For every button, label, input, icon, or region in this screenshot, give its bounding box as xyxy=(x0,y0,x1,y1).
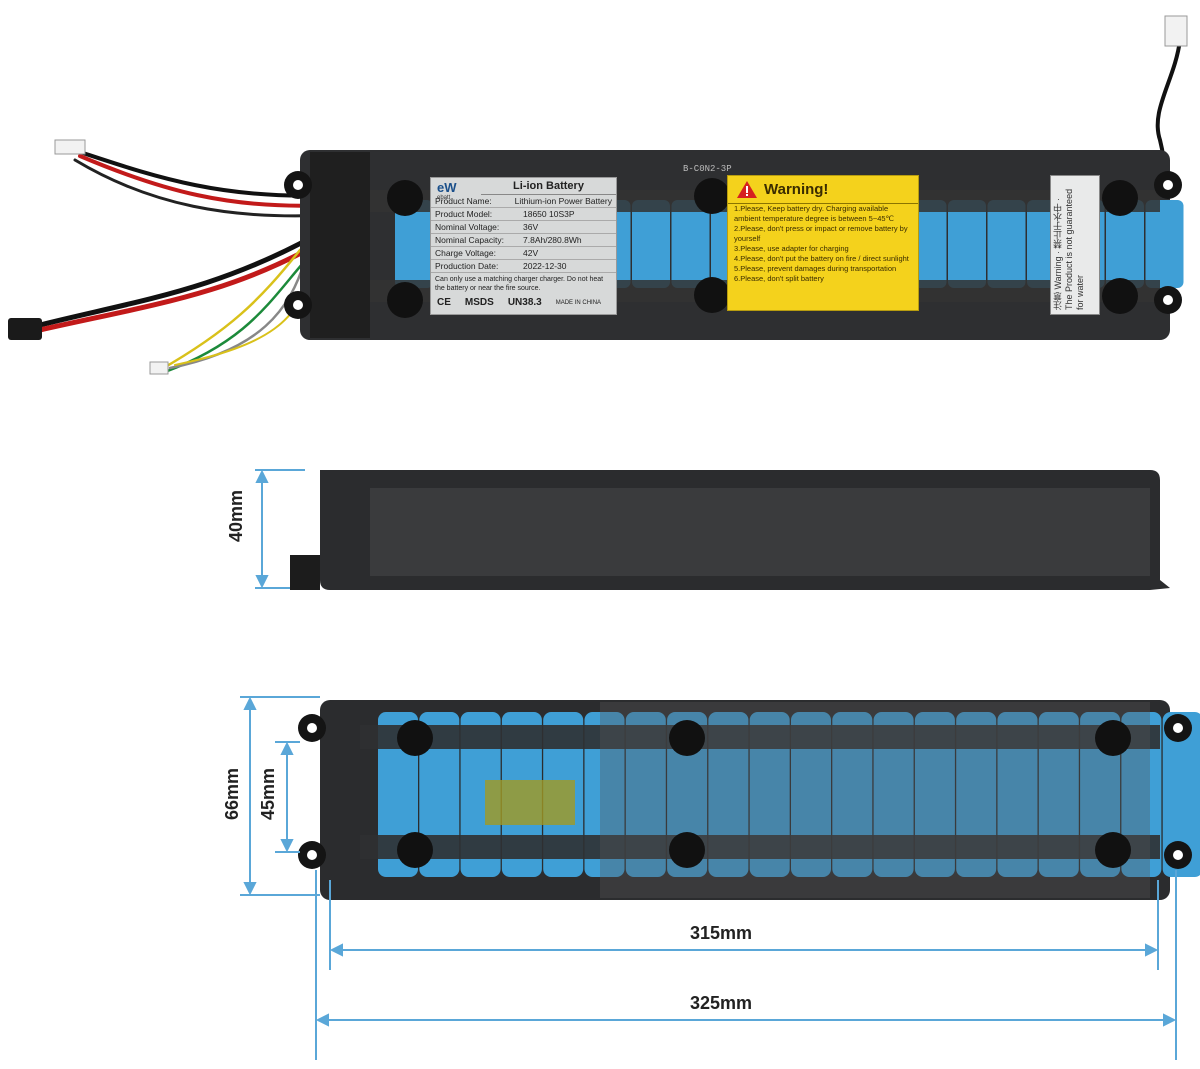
label-spec-row: Product Model: 18650 10S3P xyxy=(431,208,616,221)
dim-40mm-lines xyxy=(255,469,305,589)
mounting-ears-bottom xyxy=(298,714,1192,869)
battery-cell xyxy=(1145,200,1184,288)
warning-item: 4.Please, don't put the battery on fire … xyxy=(734,254,909,263)
warning-item: 5.Please, prevent damages during transpo… xyxy=(734,264,897,273)
dim-lines-bottom xyxy=(240,696,1177,1060)
dim-label-315mm: 315mm xyxy=(690,923,753,943)
label-footnote: Can only use a matching charger charger.… xyxy=(435,276,604,292)
ce-mark: CE xyxy=(437,297,451,308)
side-warning-label: 注意 Warning · 禁止于水中 · The Product is not … xyxy=(1050,175,1100,315)
battery-pack-side-drawing xyxy=(255,469,1170,590)
battery-cell xyxy=(632,200,670,288)
label-spec-key: Nominal Voltage: xyxy=(435,222,500,232)
label-spec-key: Nominal Capacity: xyxy=(435,235,504,245)
dim-label-325mm: 325mm xyxy=(690,993,753,1013)
battery-cell xyxy=(948,200,986,288)
warning-items: 1.Please, Keep battery dry. Charging ava… xyxy=(728,204,918,284)
battery-cell xyxy=(671,200,710,288)
label-spec-value: 42V xyxy=(523,248,539,258)
warning-item: 2.Please, don't press or impact or remov… xyxy=(734,224,908,243)
connector-white-left xyxy=(54,139,86,155)
label-spec-key: Product Name: xyxy=(435,196,492,206)
warning-item: 6.Please, don't split battery xyxy=(734,274,824,283)
label-spec-row: Nominal Voltage: 36V xyxy=(431,221,616,234)
un-mark: UN38.3 xyxy=(507,297,542,308)
bottom-tape-bottom xyxy=(360,835,1160,859)
msds-mark: MSDS xyxy=(464,297,494,308)
battery-cell xyxy=(1162,712,1200,877)
label-spec-row: Production Date: 2022-12-30 xyxy=(431,260,616,273)
dim-label-66mm: 66mm xyxy=(222,768,242,821)
pcb-board xyxy=(310,152,370,338)
label-spec-value: Lithium-ion Power Battery xyxy=(514,196,612,206)
battery-cell xyxy=(395,200,433,288)
side-tape-panel xyxy=(370,488,1150,576)
connector-small-white xyxy=(149,361,169,375)
warning-header: Warning! xyxy=(728,176,918,204)
label-spec-key: Production Date: xyxy=(435,261,499,271)
label-spec-value: 7.8Ah/280.8Wh xyxy=(523,235,582,245)
label-title: Li-ion Battery xyxy=(481,178,616,195)
bottom-tape-top xyxy=(360,725,1160,749)
warning-title: Warning! xyxy=(764,181,829,198)
connector-white-right xyxy=(1164,15,1188,47)
battery-cell xyxy=(1106,200,1144,288)
label-spec-row: Charge Voltage: 42V xyxy=(431,247,616,260)
label-spec-row: Product Name: Lithium-ion Power Battery xyxy=(431,195,616,208)
label-spec-value: 18650 10S3P xyxy=(523,209,575,219)
xt-connector xyxy=(8,318,42,340)
made-in-text: MADE IN CHINA xyxy=(555,299,602,306)
warning-triangle-icon xyxy=(737,181,757,198)
warning-item: 1.Please, Keep battery dry. Charging ava… xyxy=(734,204,894,223)
battery-pack-bottom-drawing xyxy=(240,696,1200,1060)
label-spec-key: Product Model: xyxy=(435,209,493,219)
battery-cell xyxy=(987,200,1026,288)
battery-pack-side-view: 40mm xyxy=(0,440,1200,610)
dim-label-45mm: 45mm xyxy=(258,768,278,821)
warning-item: 3.Please, use adapter for charging xyxy=(734,244,849,253)
label-certifications: CE MSDS UN38.3 MADE IN CHINA xyxy=(431,295,616,310)
pcb-marking: B-C0N2-3P xyxy=(683,164,732,174)
yellow-tape xyxy=(485,780,575,825)
dim-label-40mm: 40mm xyxy=(226,490,246,543)
battery-pack-bottom-view: 66mm 45mm 315mm 325mm xyxy=(0,680,1200,1069)
label-spec-key: Charge Voltage: xyxy=(435,248,496,258)
label-spec-row: Nominal Capacity: 7.8Ah/280.8Wh xyxy=(431,234,616,247)
label-spec-value: 2022-12-30 xyxy=(523,261,567,271)
warning-label: Warning! 1.Please, Keep battery dry. Cha… xyxy=(727,175,919,311)
rubber-pads-bottom xyxy=(397,720,1131,868)
rubber-pads-top xyxy=(387,178,1138,318)
label-spec-value: 36V xyxy=(523,222,539,232)
